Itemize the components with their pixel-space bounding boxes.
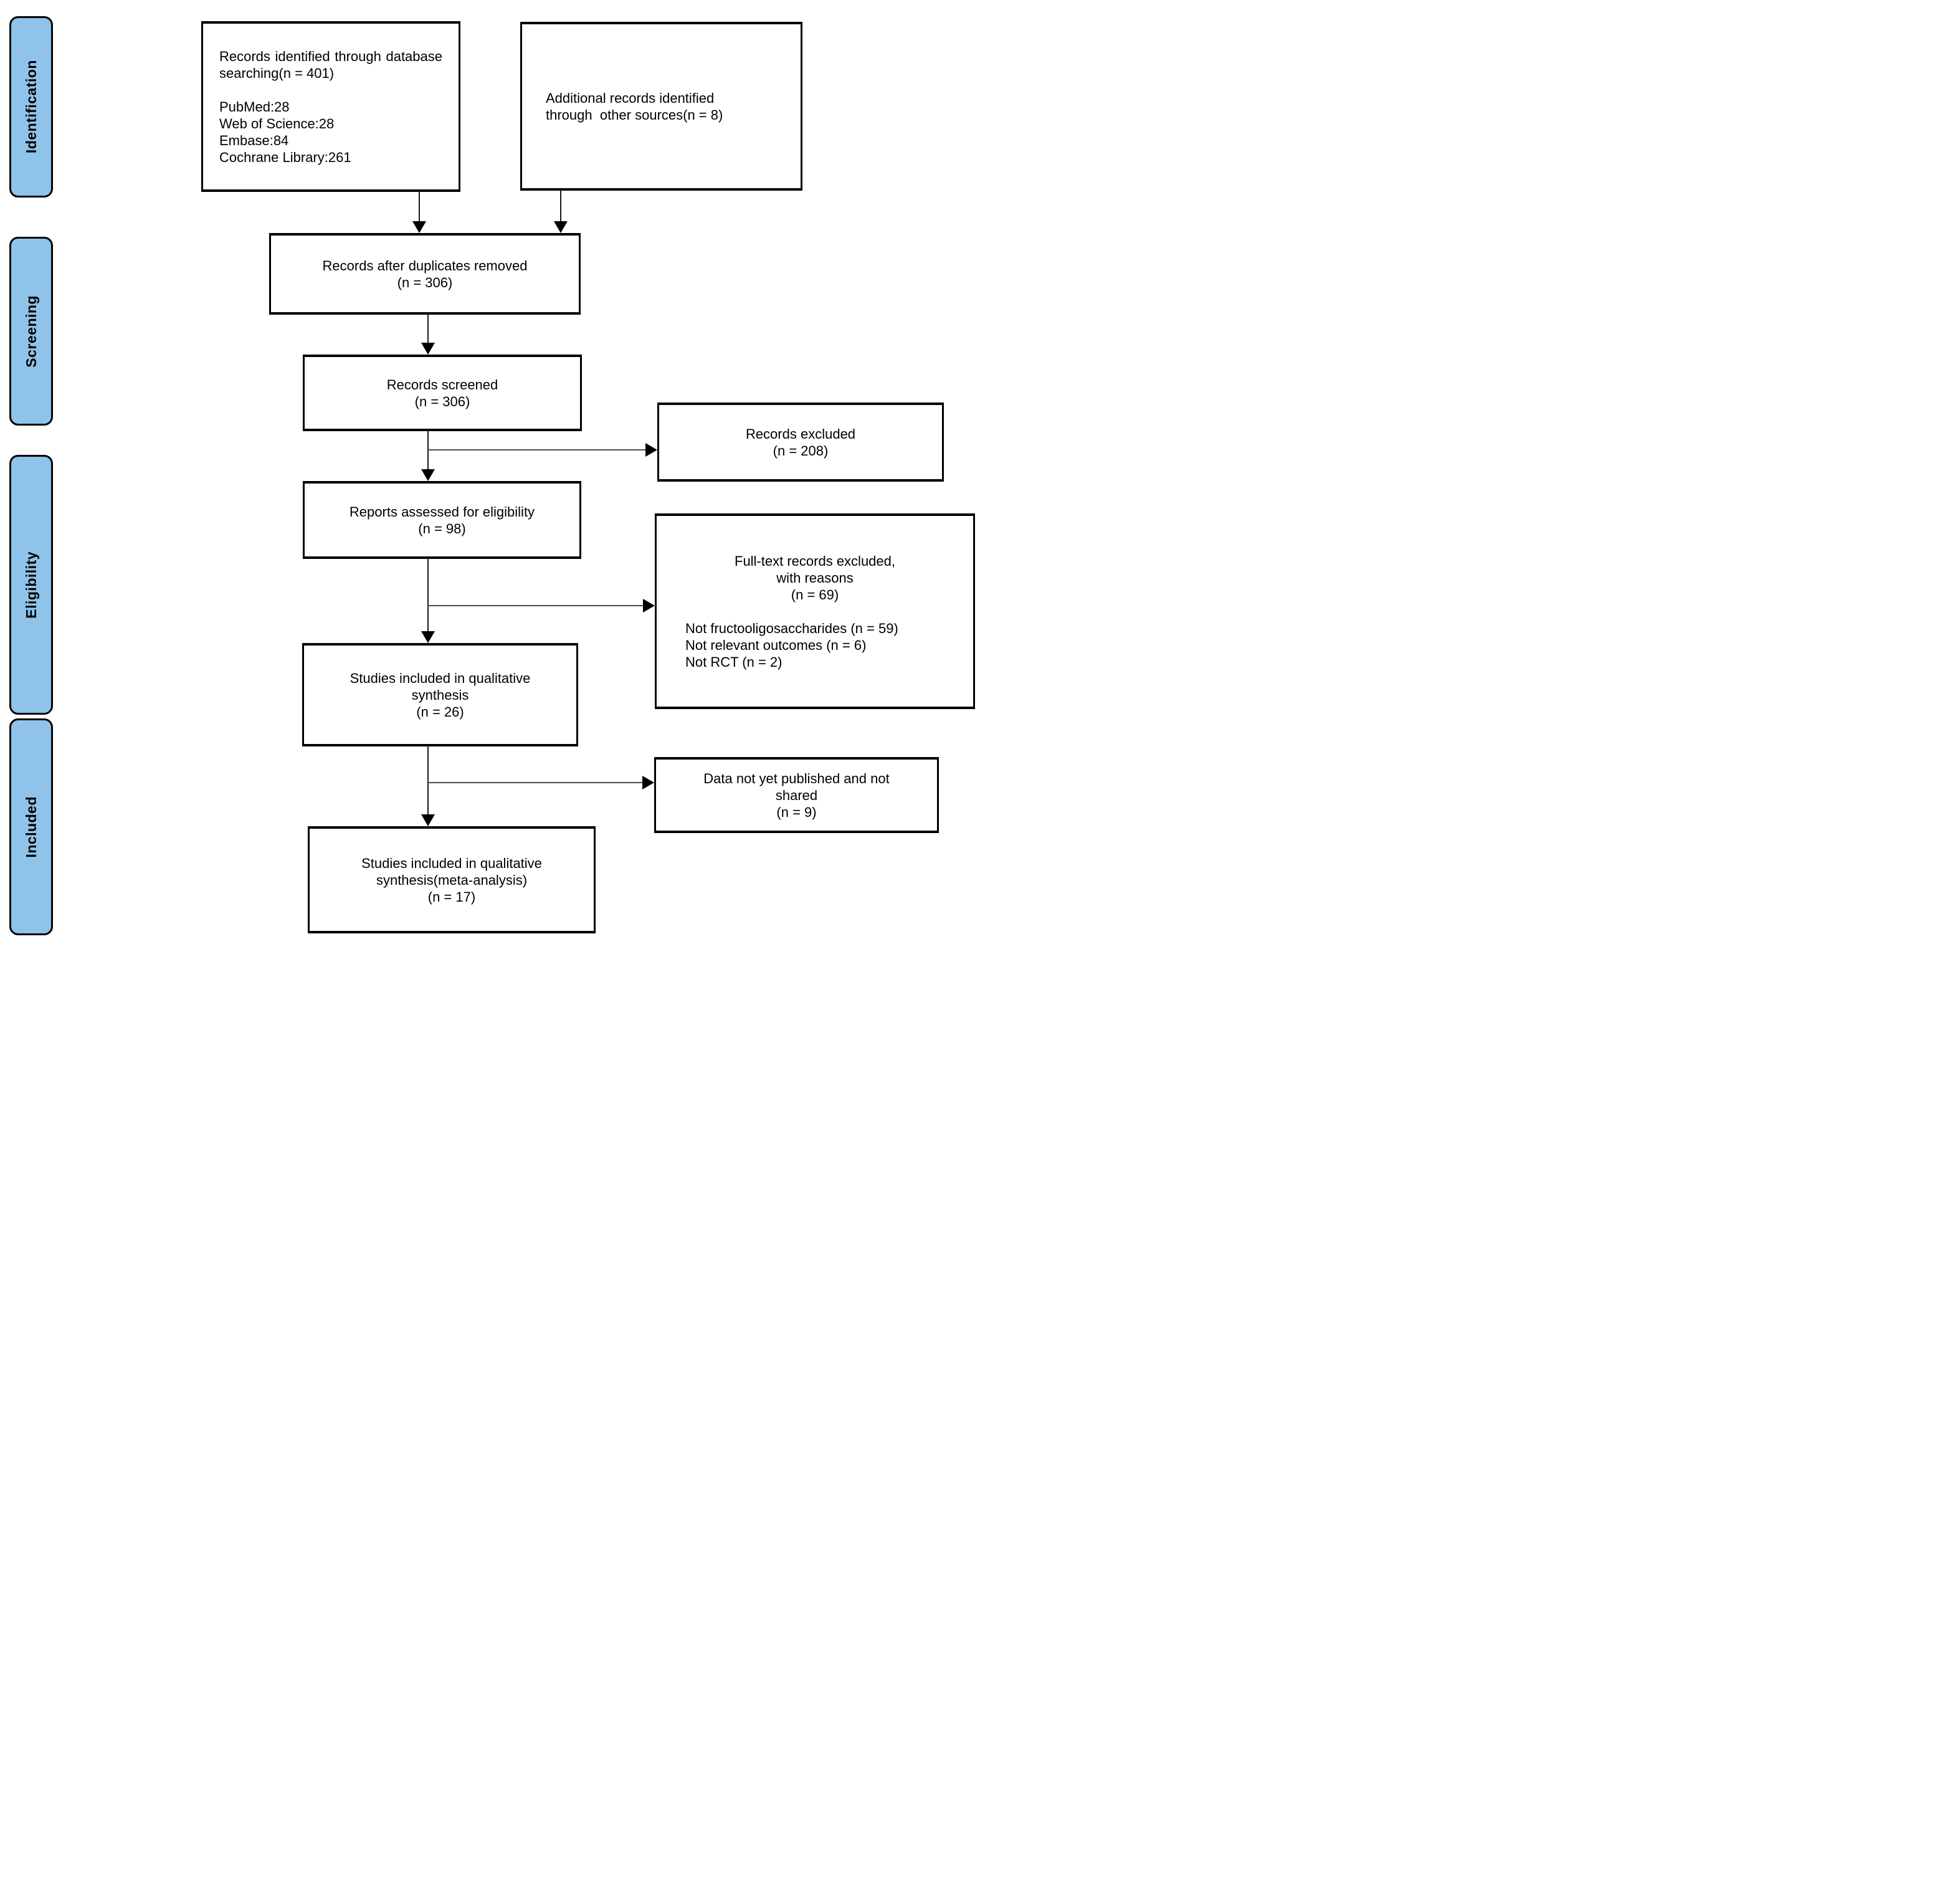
arrowhead-qualitative-to-meta bbox=[421, 814, 435, 826]
qualitative-line2: synthesis bbox=[411, 687, 469, 703]
source-pubmed: PubMed:28 bbox=[219, 98, 290, 115]
arrowhead-qualitative-to-notpublished bbox=[642, 776, 654, 789]
source-web-of-science: Web of Science:28 bbox=[219, 115, 335, 131]
meta-analysis-count: (n = 17) bbox=[427, 889, 476, 905]
box-meta-analysis: Studies included in qualitative synthesi… bbox=[308, 826, 596, 933]
connector-duplicates-to-screened bbox=[427, 313, 429, 345]
stage-label-eligibility-text: Eligibility bbox=[22, 551, 39, 619]
records-screened-count: (n = 306) bbox=[414, 393, 470, 409]
box-records-identified: Records identified through database sear… bbox=[201, 21, 460, 192]
stage-label-screening-text: Screening bbox=[22, 295, 39, 368]
stage-label-included: Included bbox=[9, 718, 53, 935]
box-fulltext-excluded: Full-text records excluded, with reasons… bbox=[655, 513, 975, 709]
connector-qualitative-to-notpublished bbox=[428, 782, 643, 783]
meta-analysis-line1: Studies included in qualitative bbox=[361, 855, 542, 871]
arrowhead-assessed-to-fulltext bbox=[643, 599, 655, 613]
stage-label-eligibility: Eligibility bbox=[9, 455, 53, 715]
arrowhead-assessed-to-qualitative bbox=[421, 631, 435, 643]
qualitative-line1: Studies included in qualitative bbox=[350, 670, 531, 686]
stage-label-screening: Screening bbox=[9, 237, 53, 426]
connector-additional-to-duplicates bbox=[560, 189, 561, 223]
connector-screened-to-excluded bbox=[428, 449, 646, 450]
connector-assessed-to-qualitative bbox=[427, 558, 429, 633]
reason-not-rct: Not RCT (n = 2) bbox=[685, 654, 783, 670]
records-identified-text: Records identified through database sear… bbox=[219, 48, 447, 81]
stage-label-included-text: Included bbox=[22, 796, 39, 858]
not-published-line2: shared bbox=[775, 787, 818, 803]
arrowhead-duplicates-to-screened bbox=[421, 343, 435, 355]
source-cochrane: Cochrane Library:261 bbox=[219, 149, 351, 165]
reports-assessed-line1: Reports assessed for eligibility bbox=[349, 503, 535, 520]
additional-records-line2: through other sources(n = 8) bbox=[546, 107, 723, 123]
connector-identified-to-duplicates bbox=[419, 191, 420, 223]
records-screened-line1: Records screened bbox=[386, 376, 498, 393]
additional-records-line1: Additional records identified bbox=[546, 90, 715, 106]
arrowhead-identified-to-duplicates bbox=[412, 221, 426, 233]
box-records-screened: Records screened (n = 306) bbox=[303, 355, 582, 431]
arrowhead-screened-to-assessed bbox=[421, 469, 435, 481]
duplicates-removed-line1: Records after duplicates removed bbox=[322, 257, 528, 274]
connector-screened-to-assessed bbox=[427, 430, 429, 471]
box-reports-assessed: Reports assessed for eligibility (n = 98… bbox=[303, 481, 581, 559]
reports-assessed-count: (n = 98) bbox=[418, 520, 466, 536]
box-qualitative-synthesis: Studies included in qualitative synthesi… bbox=[302, 643, 578, 746]
fulltext-excluded-line2: with reasons bbox=[776, 570, 854, 586]
not-published-count: (n = 9) bbox=[776, 804, 817, 820]
duplicates-removed-count: (n = 306) bbox=[397, 274, 453, 290]
box-additional-records: Additional records identified through ot… bbox=[520, 22, 802, 191]
source-embase: Embase:84 bbox=[219, 132, 289, 148]
connector-assessed-to-fulltext bbox=[428, 605, 644, 606]
arrowhead-additional-to-duplicates bbox=[554, 221, 568, 233]
meta-analysis-line2: synthesis(meta-analysis) bbox=[376, 872, 528, 888]
not-published-line1: Data not yet published and not bbox=[703, 770, 890, 786]
box-duplicates-removed: Records after duplicates removed (n = 30… bbox=[269, 233, 581, 315]
qualitative-count: (n = 26) bbox=[416, 703, 464, 720]
stage-label-identification-text: Identification bbox=[22, 60, 39, 154]
box-records-excluded: Records excluded (n = 208) bbox=[657, 403, 944, 482]
records-excluded-line1: Records excluded bbox=[745, 426, 856, 442]
connector-qualitative-to-meta bbox=[427, 745, 429, 816]
box-data-not-published: Data not yet published and not shared (n… bbox=[654, 757, 939, 833]
reason-not-fructooligosaccharides: Not fructooligosaccharides (n = 59) bbox=[685, 620, 898, 636]
fulltext-excluded-count: (n = 69) bbox=[791, 586, 839, 603]
reason-not-relevant-outcomes: Not relevant outcomes (n = 6) bbox=[685, 637, 867, 653]
prisma-flow-diagram: Identification Screening Eligibility Inc… bbox=[0, 0, 980, 942]
stage-label-identification: Identification bbox=[9, 16, 53, 198]
records-excluded-count: (n = 208) bbox=[773, 442, 829, 459]
arrowhead-screened-to-excluded bbox=[645, 443, 657, 457]
fulltext-excluded-line1: Full-text records excluded, bbox=[735, 553, 895, 569]
